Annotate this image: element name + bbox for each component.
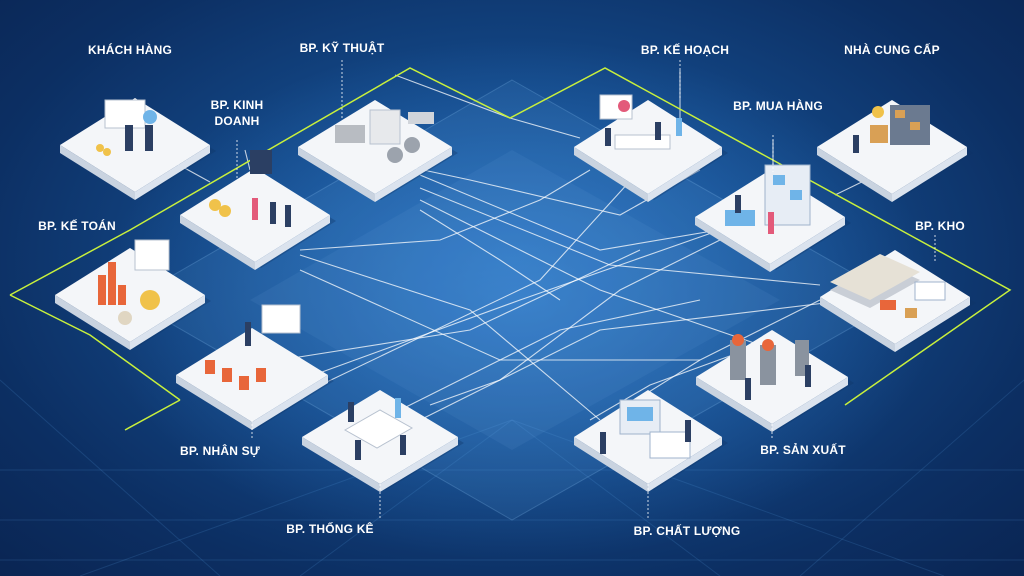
label-nhan-su: BP. NHÂN SỰ bbox=[180, 444, 260, 458]
label-mua-hang: BP. MUA HÀNG bbox=[733, 99, 823, 113]
warehouse-truck-icon bbox=[830, 254, 946, 318]
tile-kho bbox=[820, 250, 976, 352]
label-san-xuat: BP. SẢN XUẤT bbox=[760, 443, 846, 457]
planning-meeting-icon bbox=[599, 94, 682, 150]
tile-san-xuat bbox=[696, 330, 854, 432]
accounting-charts-icon bbox=[98, 239, 170, 325]
supplier-warehouse-icon bbox=[853, 105, 930, 153]
label-ky-thuat: BP. KỸ THUẬT bbox=[299, 41, 385, 55]
tiles bbox=[55, 94, 976, 492]
engineering-materials-icon bbox=[335, 109, 434, 163]
accent-loop bbox=[9, 67, 1012, 431]
tile-nhan-su bbox=[176, 304, 334, 430]
customer-contract-icon bbox=[96, 99, 157, 156]
statistics-meeting-icon bbox=[343, 398, 414, 460]
hr-training-icon bbox=[205, 304, 301, 390]
connector-lines bbox=[169, 70, 871, 421]
tile-mua-hang bbox=[695, 164, 851, 272]
label-thong-ke: BP. THỐNG KÊ bbox=[286, 522, 374, 536]
label-nha-cung-cap: NHÀ CUNG CẤP bbox=[844, 43, 940, 57]
tile-thong-ke bbox=[302, 390, 464, 492]
label-ke-toan: BP. KẾ TOÁN bbox=[38, 219, 116, 233]
label-ke-hoach: BP. KẾ HOẠCH bbox=[640, 43, 730, 57]
tile-ke-hoach bbox=[574, 94, 728, 202]
label-khach-hang: KHÁCH HÀNG bbox=[88, 43, 172, 57]
tile-chat-luong bbox=[574, 390, 728, 492]
sales-team-icon bbox=[209, 150, 291, 227]
tile-ke-toan bbox=[55, 239, 211, 350]
label-kinh-doanh: BP. KINH DOANH bbox=[210, 98, 264, 128]
quality-inspection-icon bbox=[600, 399, 691, 459]
background-grid bbox=[0, 379, 1024, 576]
purchasing-desk-icon bbox=[725, 164, 811, 234]
tile-ky-thuat bbox=[298, 100, 458, 202]
tile-kinh-doanh bbox=[180, 150, 336, 270]
label-chat-luong: BP. CHẤT LƯỢNG bbox=[633, 524, 741, 538]
tile-khach-hang bbox=[60, 98, 216, 200]
label-kho: BP. KHO bbox=[915, 219, 965, 233]
inner-diamond bbox=[250, 150, 780, 450]
tile-nha-cung-cap bbox=[817, 100, 973, 202]
production-robots-icon bbox=[730, 334, 811, 400]
leader-lines bbox=[236, 60, 936, 520]
